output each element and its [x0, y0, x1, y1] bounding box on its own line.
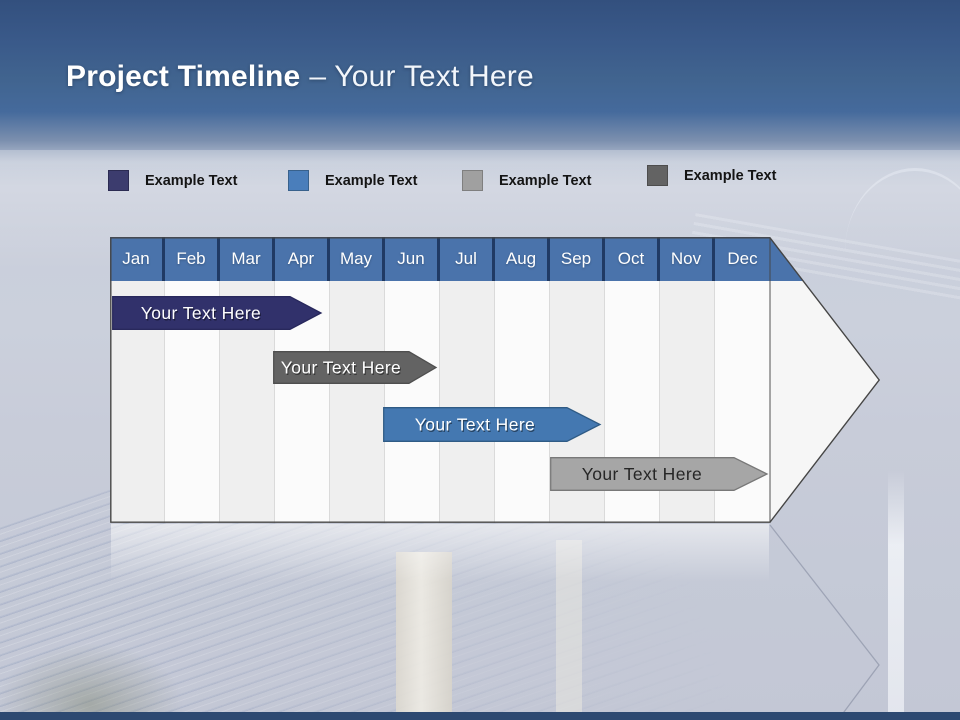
- month-cell-may: May: [330, 237, 385, 281]
- month-cell-sep: Sep: [550, 237, 605, 281]
- legend-swatch: [647, 165, 668, 186]
- month-cell-feb: Feb: [165, 237, 220, 281]
- month-cell-jul: Jul: [440, 237, 495, 281]
- timeline-bar[interactable]: Your Text Here: [550, 457, 769, 491]
- bar-label: Your Text Here: [415, 415, 535, 435]
- timeline-column: [495, 281, 550, 523]
- month-cell-jun: Jun: [385, 237, 440, 281]
- timeline-column: [330, 281, 385, 523]
- legend-item[interactable]: Example Text: [647, 165, 776, 186]
- light-streak: [888, 470, 904, 720]
- slide-title[interactable]: Project Timeline– Your Text Here: [66, 60, 534, 94]
- legend-item[interactable]: Example Text: [288, 170, 417, 191]
- trees-blur: [0, 620, 220, 720]
- legend-item[interactable]: Example Text: [108, 170, 237, 191]
- month-cell-apr: Apr: [275, 237, 330, 281]
- month-cell-mar: Mar: [220, 237, 275, 281]
- timeline-column: [385, 281, 440, 523]
- legend-swatch: [108, 170, 129, 191]
- bar-label: Your Text Here: [281, 358, 401, 378]
- month-cell-nov: Nov: [660, 237, 715, 281]
- month-cell-jan: Jan: [110, 237, 165, 281]
- legend-label: Example Text: [325, 172, 418, 189]
- legend-label: Example Text: [499, 172, 592, 189]
- bridge-arch: [845, 168, 960, 251]
- legend-swatch: [288, 170, 309, 191]
- timeline-column: [440, 281, 495, 523]
- bottom-bar: [0, 712, 960, 720]
- bar-label: Your Text Here: [582, 464, 702, 484]
- legend-item[interactable]: Example Text: [462, 170, 591, 191]
- table-reflection: [111, 524, 769, 582]
- month-cell-dec: Dec: [727, 249, 758, 268]
- legend-label: Example Text: [684, 167, 777, 184]
- bar-label: Your Text Here: [141, 303, 261, 323]
- title-primary: Project Timeline: [66, 60, 301, 93]
- month-cell-aug: Aug: [495, 237, 550, 281]
- title-secondary: – Your Text Here: [309, 60, 534, 93]
- legend-swatch: [462, 170, 483, 191]
- month-cell-oct: Oct: [605, 237, 660, 281]
- legend-label: Example Text: [145, 172, 238, 189]
